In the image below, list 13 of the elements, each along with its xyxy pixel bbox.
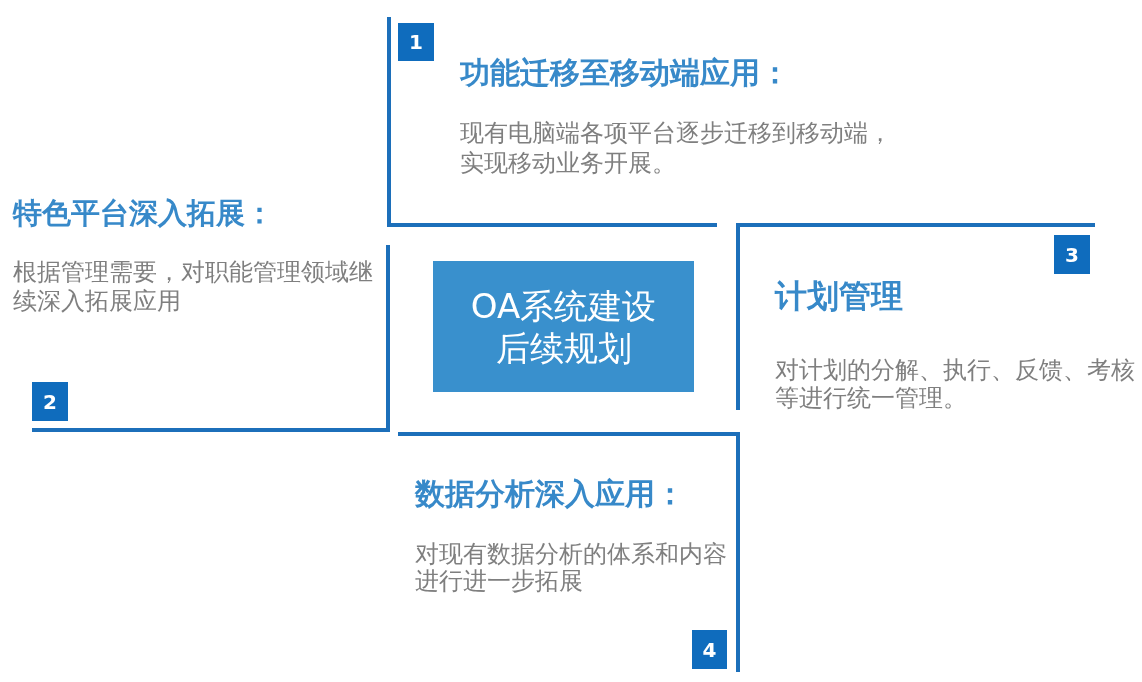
number-badge: 1 — [398, 23, 434, 61]
number-badge: 2 — [32, 382, 68, 421]
panel-text: 对计划的分解、执行、反馈、考核等进行统一管理。 — [775, 356, 1136, 412]
panel-heading: 特色平台深入拓展： — [13, 195, 274, 232]
number-badge: 3 — [1054, 235, 1090, 274]
panel-heading: 功能迁移至移动端应用： — [460, 54, 790, 92]
panel-text: 根据管理需要，对职能管理领域继续深入拓展应用 — [13, 258, 374, 316]
panel-text: 现有电脑端各项平台逐步迁移到移动端，实现移动业务开展。 — [460, 118, 893, 178]
number-badge: 4 — [692, 630, 727, 669]
title-box: OA系统建设后续规划 — [433, 261, 694, 392]
panel-text: 对现有数据分析的体系和内容进行进一步拓展 — [415, 541, 728, 595]
panel-heading: 计划管理 — [775, 276, 903, 316]
panel-heading: 数据分析深入应用： — [415, 475, 685, 513]
